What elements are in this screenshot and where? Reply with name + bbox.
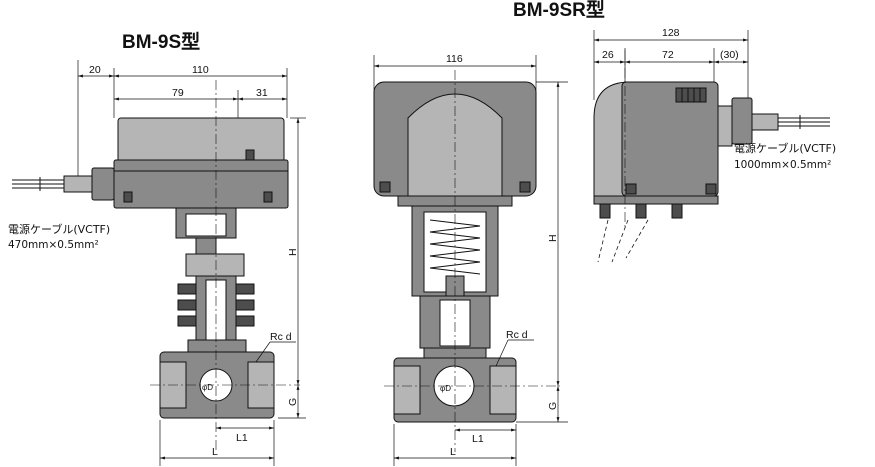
dim-a-right: 26: [602, 49, 614, 61]
actuator-housing: [113, 159, 289, 209]
bore-label-center: φD: [440, 384, 451, 393]
dim-l1-left: L1: [236, 432, 248, 444]
dim-height-center: H: [547, 234, 559, 242]
dim-b-right: 72: [662, 49, 674, 61]
port-label-left: Rc d: [270, 331, 292, 343]
dim-height-left: H: [287, 248, 299, 256]
dim-total-width-right: 128: [662, 27, 680, 39]
bm-9sr-front-drawing: 116 φD Rc d H G: [373, 53, 568, 466]
title-bm-9s: BM-9S型: [122, 30, 200, 53]
dim-width-center: 116: [446, 53, 463, 65]
dim-left-part: 79: [172, 87, 184, 99]
cable-note-left-line2: 470mm×0.5mm²: [8, 239, 99, 251]
cable-note-left-line1: 電源ケーブル(VCTF): [8, 222, 110, 236]
dim-c-right: (30): [720, 49, 739, 61]
dim-total-width: 110: [192, 64, 209, 76]
title-bm-9sr: BM-9SR型: [513, 0, 605, 21]
bore-label-left: φD: [202, 383, 213, 392]
dim-g-center: G: [547, 402, 559, 410]
dim-cable-offset: 20: [89, 64, 101, 76]
dim-right-part: 31: [256, 87, 268, 99]
cable-note-right-line1: 電源ケーブル(VCTF): [734, 141, 836, 155]
port-label-center: Rc d: [506, 329, 528, 341]
cable-note-right-line2: 1000mm×0.5mm²: [734, 159, 831, 171]
dim-l-center: L: [450, 446, 456, 458]
bm-9s-drawing: 20 110 79 31: [8, 60, 306, 466]
dim-l1-center: L1: [472, 433, 484, 445]
dim-g-left: G: [287, 398, 299, 406]
dim-l-left: L: [212, 446, 218, 458]
actuator-cover: [117, 117, 285, 163]
bm-9sr-side-drawing: 128 26 72 (30) 電源ケーブル(VCTF): [593, 27, 836, 263]
cable-gland: [91, 167, 115, 201]
